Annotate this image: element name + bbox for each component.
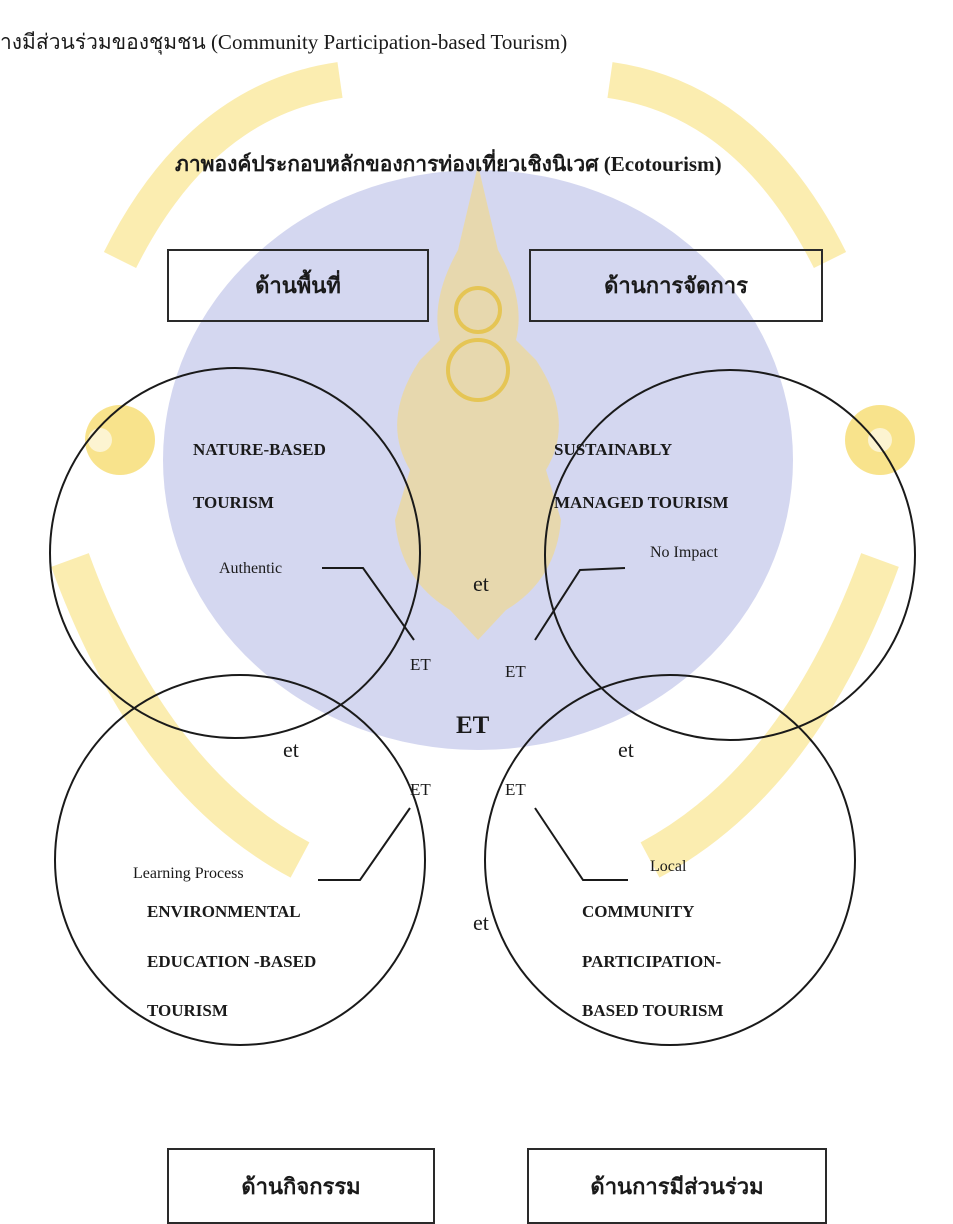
local-callout-line (535, 808, 628, 880)
nature-label-line1: NATURE-BASED (193, 440, 326, 460)
authentic-label: Authentic (219, 560, 282, 578)
education-label-line2: EDUCATION -BASED (147, 952, 316, 972)
box-area: ด้านพื้นที่ (167, 249, 429, 322)
box-activity: ด้านกิจกรรม (167, 1148, 435, 1224)
region-ET-top-left: ET (410, 655, 431, 675)
region-et-left: et (283, 737, 299, 763)
region-et-top: et (473, 571, 489, 597)
nature-label-line2: TOURISM (193, 493, 274, 513)
region-ET-center: ET (456, 712, 489, 740)
box-participation: ด้านการมีส่วนร่วม (527, 1148, 827, 1224)
education-label-line1: ENVIRONMENTAL (147, 902, 301, 922)
region-et-bottom: et (473, 910, 489, 936)
region-ET-bottom-right: ET (505, 780, 526, 800)
local-label: Local (650, 858, 686, 876)
region-ET-bottom-left: ET (410, 780, 431, 800)
learning-process-label: Learning Process (133, 865, 244, 883)
community-label-line3: BASED TOURISM (582, 1001, 724, 1021)
no-impact-label: No Impact (650, 544, 718, 562)
box-management: ด้านการจัดการ (529, 249, 823, 322)
region-et-right: et (618, 737, 634, 763)
figure-title: ภาพองค์ประกอบหลักของการท่องเที่ยวเชิงนิเ… (175, 148, 722, 181)
top-text-line: างมีส่วนร่วมของชุมชน (Community Particip… (0, 26, 567, 59)
university-seal-watermark (70, 80, 915, 860)
managed-label-line1: SUSTAINABLY (554, 440, 672, 460)
managed-label-line2: MANAGED TOURISM (554, 493, 729, 513)
education-label-line3: TOURISM (147, 1001, 228, 1021)
community-label-line1: COMMUNITY (582, 902, 694, 922)
learning-callout-line (318, 808, 410, 880)
community-label-line2: PARTICIPATION- (582, 952, 721, 972)
region-ET-top-right: ET (505, 662, 526, 682)
